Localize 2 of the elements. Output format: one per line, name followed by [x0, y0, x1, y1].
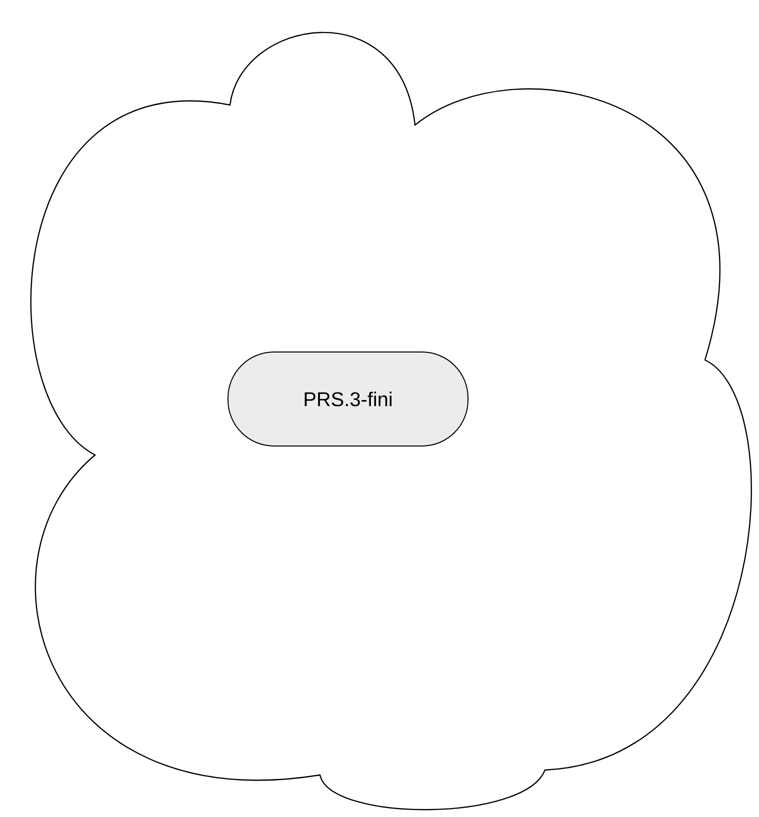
- cloud-shape: [30, 32, 752, 810]
- rounded-box: PRS.3-fini: [228, 352, 468, 446]
